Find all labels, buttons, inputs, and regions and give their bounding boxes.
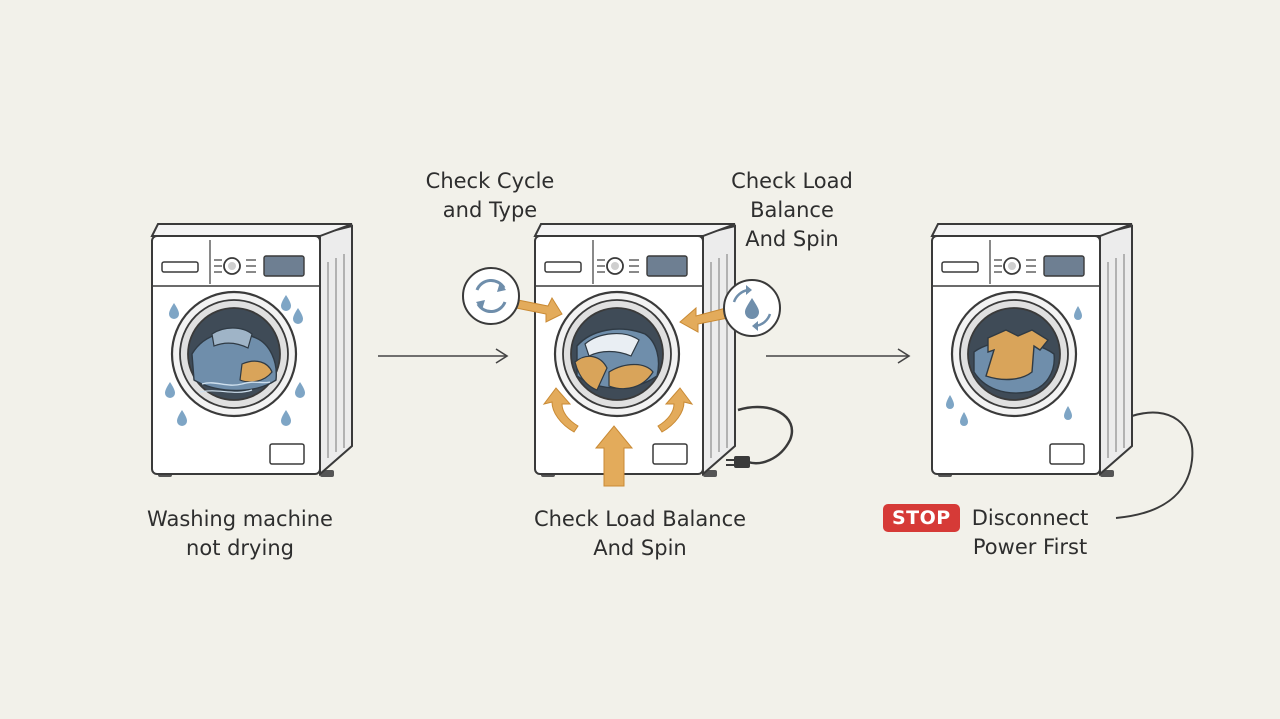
power-plug-icon (726, 405, 794, 468)
unplugged-cord (1115, 411, 1194, 519)
washing-machine-3 (930, 222, 1134, 479)
inspection-arrows (515, 296, 729, 487)
washing-machine-1 (150, 222, 354, 479)
water-drops-1 (165, 295, 305, 426)
water-drops-3 (946, 306, 1082, 426)
flow-arrow-1 (378, 348, 509, 364)
flow-arrow-2 (766, 348, 911, 364)
washing-machine-2 (533, 222, 737, 479)
stop-badge: STOP (883, 504, 960, 532)
water-drop-cycle-icon (723, 279, 781, 337)
cycle-arrows-icon (462, 267, 520, 325)
